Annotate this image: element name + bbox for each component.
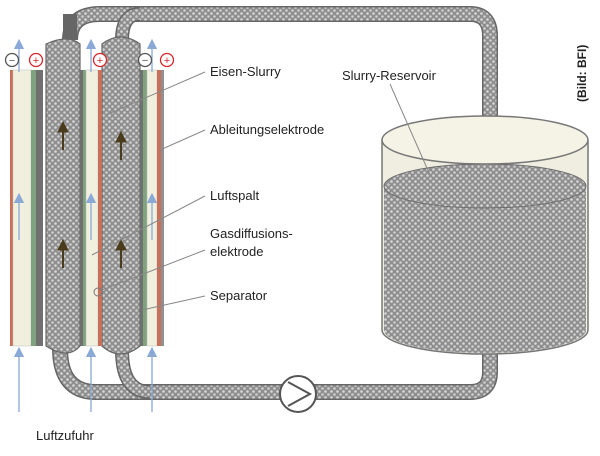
leader-eisen-slurry: [105, 71, 206, 116]
copper-electrode-3: [157, 70, 161, 346]
minus-terminal-3: [137, 52, 153, 68]
labels: Eisen-Slurry Ableitungselektrode Luftspa…: [36, 45, 589, 443]
leader-separator: [141, 295, 206, 311]
label-ableitungselektrode: Ableitungselektrode: [210, 122, 324, 137]
label-luftzufuhr: Luftzufuhr: [36, 428, 94, 443]
slurry-reservoir: [381, 115, 589, 355]
copper-electrode-2: [98, 70, 102, 346]
reservoir-slurry-surface: [383, 163, 587, 209]
label-eisen-slurry: Eisen-Slurry: [210, 64, 281, 79]
label-credit: (Bild: BFI): [575, 45, 589, 102]
label-separator: Separator: [210, 288, 268, 303]
minus-terminal-1-label: −: [9, 55, 15, 67]
plus-terminal-2-label: +: [97, 55, 103, 67]
separator-1: [36, 70, 43, 346]
gas-diffusion-electrode-2: [83, 70, 86, 346]
air-gap-1: [12, 69, 32, 347]
pump-casing: [279, 375, 317, 413]
terminals: − + + − +: [4, 52, 175, 68]
separator-2: [80, 70, 83, 346]
leader-luftspalt: [91, 195, 206, 256]
collector-3: [161, 70, 164, 346]
plus-terminal-1-label: +: [33, 55, 39, 67]
label-luftspalt: Luftspalt: [210, 188, 260, 203]
plus-terminal-3: [159, 52, 175, 68]
label-slurry-reservoir: Slurry-Reservoir: [342, 68, 437, 83]
copper-electrode-1: [10, 70, 13, 346]
leader-ableitungselektrode: [159, 129, 206, 151]
plus-terminal-1: [28, 52, 44, 68]
pump-triangle-icon: [287, 381, 313, 407]
leader-lines: [91, 71, 431, 311]
plus-terminal-2: [92, 52, 108, 68]
leader-reservoir: [389, 83, 431, 176]
minus-terminal-3-label: −: [142, 55, 148, 67]
gas-diffusion-electrode-3: [143, 70, 147, 346]
label-gasdiffusion-line2: elektrode: [210, 244, 263, 259]
slurry-flow-arrows: [57, 120, 127, 268]
pump: [279, 375, 317, 413]
slurry-channel-right: [101, 36, 141, 355]
plus-terminal-3-label: +: [164, 55, 170, 67]
air-gap-2: [85, 69, 99, 347]
label-gasdiffusion-line1: Gasdiffusions-: [210, 226, 293, 241]
reservoir-rim: [381, 115, 589, 165]
gas-diffusion-marker: [93, 287, 103, 297]
slurry-channel-left: [45, 38, 81, 354]
leader-gasdiffusion: [101, 249, 206, 291]
reservoir-slurry-body: [384, 186, 586, 353]
gas-diffusion-electrode-1: [31, 70, 36, 346]
separator-3: [140, 70, 143, 346]
minus-terminal-1: [4, 52, 20, 68]
cell-stack: − + + − +: [4, 36, 175, 412]
